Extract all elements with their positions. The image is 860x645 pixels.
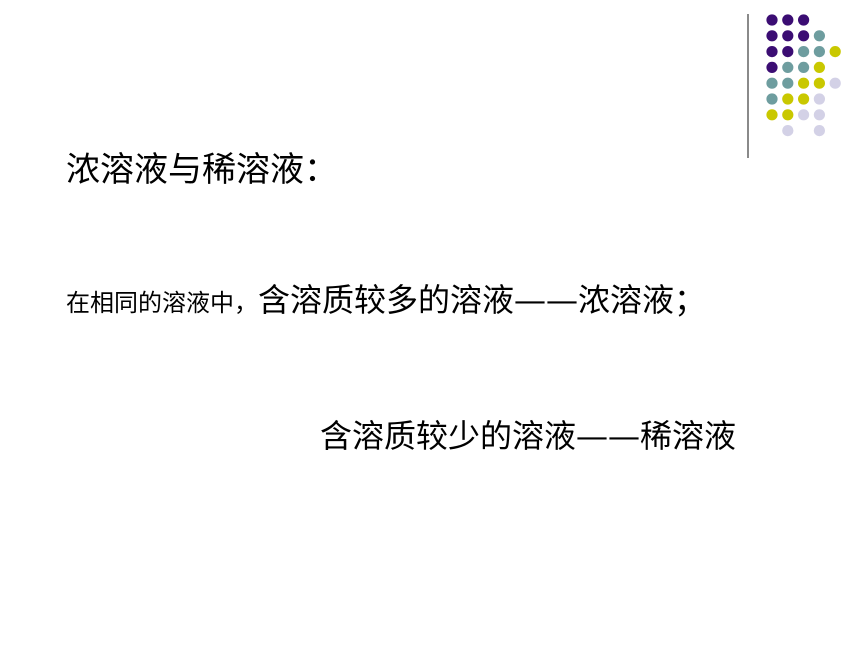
decorative-dot [829,77,841,89]
decorative-dot [813,46,825,58]
decorative-dot [766,93,778,105]
decorative-dot [766,46,778,58]
decorative-dot [798,61,810,73]
definition-dilute: 含溶质较少的溶液——稀溶液 [320,417,737,455]
decorative-dot [798,14,810,26]
decorative-dot [798,46,810,58]
definition-concentrated-text: 含溶质较多的溶液——浓溶液； [258,281,707,319]
slide-title: 浓溶液与稀溶液： [66,150,338,190]
decorative-dot [813,125,825,137]
decorative-dot [782,77,794,89]
decorative-dot [782,14,794,26]
decorative-dot [782,125,794,137]
decorative-dot [782,46,794,58]
decorative-dot [766,14,778,26]
decorative-dot [766,77,778,89]
decorative-dot [766,30,778,42]
decorative-dot-grid [766,14,841,137]
decorative-dot [782,93,794,105]
decorative-dot [782,61,794,73]
decorative-dot [798,30,810,42]
decorative-dot [798,77,810,89]
decorative-divider-line [747,14,749,158]
decorative-dot [782,30,794,42]
decorative-dot [813,77,825,89]
decorative-dot [766,109,778,121]
decorative-dot [798,93,810,105]
decorative-dot [766,61,778,73]
decorative-dot [813,61,825,73]
decorative-dot [813,109,825,121]
definition-concentrated: 在相同的溶液中，含溶质较多的溶液——浓溶液； [66,276,706,330]
decorative-dot [813,93,825,105]
decorative-dot [829,46,841,58]
decorative-dot [798,109,810,121]
decorative-dot [813,30,825,42]
decorative-dot [782,109,794,121]
definition-prefix: 在相同的溶液中， [66,289,258,317]
